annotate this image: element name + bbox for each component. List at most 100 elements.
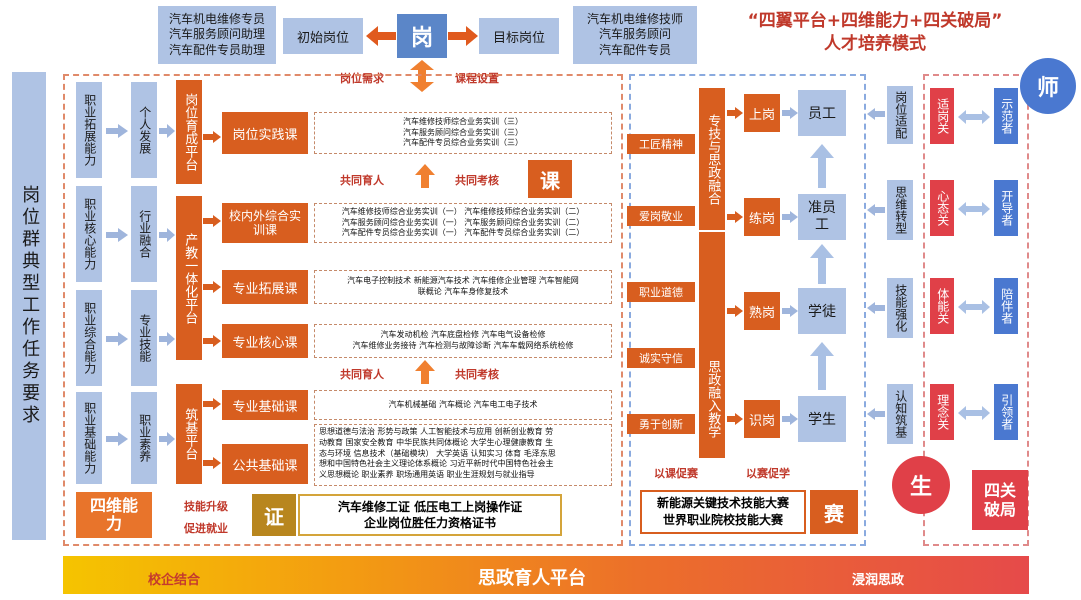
gate-text: 体能关 (935, 288, 950, 324)
arrow-left-icon (366, 26, 396, 46)
gate-box: 体能关 (930, 278, 954, 334)
ideology-teaching-text: 思政融入教学 (705, 360, 721, 438)
student-circle: 生 (892, 456, 950, 514)
spirit-label: 工匠精神 (627, 134, 695, 154)
target-post-line: 汽车服务顾问 (598, 27, 671, 42)
development-box: 专业技能 (131, 290, 157, 386)
left-title: 岗位群典型工作任务要求 (12, 72, 46, 540)
arrow-right-icon (159, 124, 175, 138)
spirit-label: 爱岗敬业 (627, 206, 695, 226)
arrow-right-icon (203, 131, 221, 143)
development-text: 职业素养 (137, 414, 152, 462)
ability-box: 职业拓展能力 (76, 82, 102, 178)
double-arrow-icon (958, 406, 990, 420)
gate-text: 适岗关 (935, 98, 950, 134)
course-content: 汽车维修技师综合业务实训（三） 汽车服务顾问综合业务实训（三） 汽车配件专员综合… (314, 112, 612, 154)
course-badge: 课 (528, 160, 572, 198)
arrow-right-icon (159, 332, 175, 346)
stage-box: 上岗 (744, 94, 780, 132)
arrow-left-icon (867, 108, 885, 120)
bottom-bar (63, 556, 1029, 594)
arrow-right-icon (203, 281, 221, 293)
arrow-right-icon (727, 211, 743, 223)
arrow-right-icon (782, 211, 798, 223)
course-line: 汽车维修技师综合业务实训（三） (403, 116, 523, 126)
development-box: 行业融合 (131, 186, 157, 282)
course-line: 汽车维修业务接待 汽车检测与故障诊断 汽车车载网络系统检修 (352, 341, 574, 350)
ideology-integration-text: 专技与思政融合 (705, 113, 721, 205)
arrow-right-icon (782, 413, 798, 425)
course-line: 汽车配件专员综合业务实训（一） 汽车配件专员综合业务实训（二） (341, 228, 585, 238)
course-line: 动教育 国家安全教育 中华民族共同体概论 大学生心理健康教育 生 (319, 437, 554, 447)
contest-badge: 赛 (810, 490, 858, 534)
bottom-center-label: 思政育人平台 (478, 568, 586, 589)
course-content: 思想道德与法治 形势与政策 人工智能技术与应用 创新创业教育 劳 动教育 国家安… (314, 424, 612, 486)
ability-text: 职业拓展能力 (82, 94, 97, 166)
middle-region (629, 74, 866, 546)
teacher-role-text: 开导者 (999, 190, 1014, 226)
ability-text: 职业基础能力 (82, 402, 97, 474)
development-text: 行业融合 (137, 210, 152, 258)
arrow-right-icon (203, 398, 221, 410)
double-arrow-icon (958, 300, 990, 314)
ability-box: 职业基础能力 (76, 392, 102, 484)
double-arrow-icon (958, 110, 990, 124)
course-name: 岗位实践课 (222, 112, 308, 154)
adaptation-box: 思维转型 (887, 180, 913, 240)
development-box: 职业素养 (131, 392, 157, 484)
target-post-line: 汽车机电维修技师 (586, 11, 683, 26)
arrow-up-icon (810, 144, 834, 188)
course-line: 想和中国特色社会主义理论体系概论 习近平新时代中国特色社会主 (319, 459, 554, 469)
arrow-right-icon (106, 432, 128, 446)
ability-box: 职业核心能力 (76, 186, 102, 282)
course-name: 公共基础课 (222, 444, 308, 484)
arrow-left-icon (867, 408, 885, 420)
spirit-label: 诚实守信 (627, 348, 695, 368)
platform-box: 岗位育成平台 (176, 80, 202, 184)
gate-text: 心态关 (935, 190, 950, 226)
contest-box: 新能源关键技术技能大赛 世界职业院校技能大赛 (640, 490, 806, 534)
spirit-label: 勇于创新 (627, 414, 695, 434)
left-region (63, 74, 623, 546)
co-education-label: 共同育人 (340, 368, 384, 381)
course-line: 思想道德与法治 形势与政策 人工智能技术与应用 创新创业教育 劳 (319, 427, 554, 436)
skill-upgrade-label: 技能升级 (184, 500, 228, 513)
model-title: “四翼平台+四维能力+四关破局” 人才培养模式 (725, 10, 1025, 56)
teacher-role-box: 示范者 (994, 88, 1018, 144)
ideology-teaching-box: 思政融入教学 (699, 232, 725, 458)
contest-line: 世界职业院校技能大赛 (662, 513, 783, 527)
course-name: 专业核心课 (222, 324, 308, 358)
certificate-box: 汽车维修工证 低压电工上岗操作证 企业岗位胜任力资格证书 (298, 494, 562, 536)
co-assessment-label: 共同考核 (455, 368, 499, 381)
teacher-role-box: 陪伴者 (994, 278, 1018, 334)
arrow-up-icon (415, 164, 435, 188)
adaptation-box: 技能强化 (887, 278, 913, 338)
initial-post-line: 汽车配件专员助理 (168, 42, 265, 57)
arrow-right-icon (203, 215, 221, 227)
role-box: 学生 (798, 396, 846, 442)
role-text: 准员工 (808, 200, 836, 233)
development-box: 个人发展 (131, 82, 157, 178)
gate-text: 理念关 (935, 394, 950, 430)
arrow-left-icon (867, 302, 885, 314)
promote-employment-label: 促进就业 (184, 522, 228, 535)
four-dimension-text: 四维能力 (89, 495, 138, 533)
role-box: 员工 (798, 90, 846, 136)
course-name: 专业基础课 (222, 390, 308, 420)
teacher-role-box: 开导者 (994, 180, 1018, 236)
updown-arrow-icon (410, 60, 434, 92)
teacher-role-text: 示范者 (999, 98, 1014, 134)
teacher-role-text: 引领者 (999, 394, 1014, 430)
adaptation-box: 认知筑基 (887, 384, 913, 444)
left-title-text: 岗位群典型工作任务要求 (19, 185, 41, 427)
four-gates-box: 四关破局 (972, 470, 1028, 530)
platform-box: 筑基平台 (176, 384, 202, 484)
course-line: 汽车服务顾问综合业务实训（一） 汽车服务顾问综合业务实训（二） (341, 217, 585, 227)
model-title-line1: “四翼平台+四维能力+四关破局” (747, 11, 1003, 31)
ability-box: 职业综合能力 (76, 290, 102, 386)
course-promote-label: 以课促赛 (654, 467, 698, 480)
arrow-up-icon (415, 360, 435, 384)
gate-box: 心态关 (930, 180, 954, 236)
initial-post-line: 汽车服务顾问助理 (168, 27, 265, 42)
arrow-right-icon (448, 26, 478, 46)
